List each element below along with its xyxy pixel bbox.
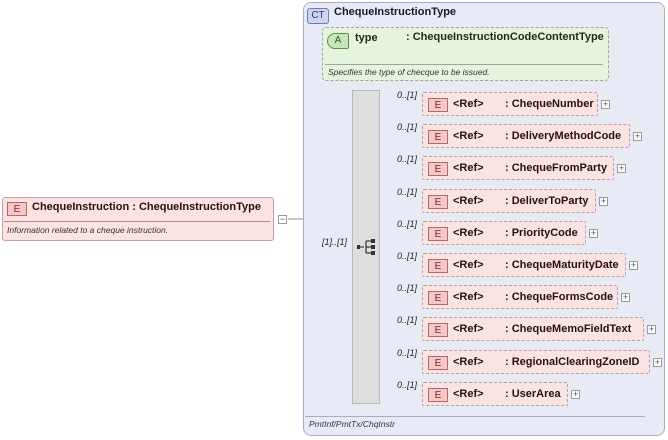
child-element-7[interactable]: E <Ref> : ChequeFormsCode <box>422 285 618 310</box>
root-element-title: ChequeInstruction : ChequeInstructionTyp… <box>32 201 261 213</box>
attribute-name: type <box>355 32 378 44</box>
sequence-multiplicity: [1]..[1] <box>322 237 348 247</box>
expand-toggle[interactable]: + <box>599 195 608 206</box>
element-badge: E <box>428 226 448 241</box>
element-badge: E <box>428 130 448 145</box>
child-element-5[interactable]: E <Ref> : PriorityCode <box>422 220 586 245</box>
element-badge: E <box>428 98 448 112</box>
child-element-9[interactable]: E <Ref> : RegionalClearingZoneID <box>422 349 650 374</box>
root-element-name: ChequeInstruction <box>32 201 130 213</box>
child-multiplicity: 0..[1] <box>397 218 418 229</box>
child-element-2[interactable]: E <Ref> : DeliveryMethodCode <box>422 124 630 149</box>
attribute-type: : ChequeInstructionCodeContentType <box>406 31 604 43</box>
ref-label: <Ref> <box>453 98 484 110</box>
element-name: : ChequeNumber <box>505 98 594 110</box>
ref-label: <Ref> <box>453 259 484 271</box>
attribute-badge: A <box>327 33 349 49</box>
root-element-divider <box>4 221 270 222</box>
ref-label: <Ref> <box>453 355 484 368</box>
child-element-10[interactable]: E <Ref> : UserArea <box>422 381 568 406</box>
element-badge: E <box>428 259 448 273</box>
complex-type-title: ChequeInstructionType <box>334 6 457 18</box>
expand-toggle[interactable]: + <box>571 388 580 399</box>
child-multiplicity: 0..[1] <box>397 90 418 100</box>
child-multiplicity: 0..[1] <box>397 251 418 261</box>
element-path: PmtInf/PmtTx/ChqInstr <box>309 419 395 429</box>
element-name: : ChequeFromParty <box>505 162 608 175</box>
expand-toggle[interactable]: + <box>629 260 638 270</box>
element-name: : ChequeMemoFieldText <box>505 323 632 336</box>
child-element-1[interactable]: E <Ref> : ChequeNumber <box>422 92 598 116</box>
element-name: : DeliverToParty <box>505 194 589 207</box>
expand-toggle[interactable]: + <box>589 227 598 238</box>
child-multiplicity: 0..[1] <box>397 154 418 165</box>
child-element-4[interactable]: E <Ref> : DeliverToParty <box>422 188 596 213</box>
attribute-documentation: Specifies the type of checque to be issu… <box>328 67 490 77</box>
child-multiplicity: 0..[1] <box>397 347 418 358</box>
element-name: : ChequeMaturityDate <box>505 259 619 271</box>
ref-label: <Ref> <box>453 323 484 336</box>
element-name: : DeliveryMethodCode <box>505 130 622 143</box>
child-multiplicity: 0..[1] <box>397 315 418 326</box>
ref-label: <Ref> <box>453 387 484 400</box>
attribute-divider <box>325 64 603 65</box>
element-name: : RegionalClearingZoneID <box>505 355 640 368</box>
complex-type-badge: CT <box>307 8 329 24</box>
element-name: : PriorityCode <box>505 226 578 239</box>
root-element-box[interactable] <box>2 197 274 241</box>
root-collapse-toggle[interactable]: − <box>278 214 287 224</box>
expand-toggle[interactable]: + <box>647 324 656 335</box>
child-element-3[interactable]: E <Ref> : ChequeFromParty <box>422 156 614 181</box>
expand-toggle[interactable]: + <box>633 131 642 142</box>
child-multiplicity: 0..[1] <box>397 283 418 294</box>
ref-label: <Ref> <box>453 194 484 207</box>
ref-label: <Ref> <box>453 130 484 143</box>
element-badge: E <box>428 291 448 306</box>
attribute-box[interactable] <box>322 27 609 81</box>
child-multiplicity: 0..[1] <box>397 186 418 197</box>
expand-toggle[interactable]: + <box>621 292 630 303</box>
root-element-documentation: Information related to a cheque instruct… <box>7 225 169 235</box>
expand-toggle[interactable]: + <box>617 163 626 174</box>
ref-label: <Ref> <box>453 291 484 304</box>
element-name: : UserArea <box>505 387 561 400</box>
footer-divider <box>305 416 645 417</box>
root-element-badge: E <box>7 202 27 216</box>
child-multiplicity: 0..[1] <box>397 379 418 390</box>
child-element-6[interactable]: E <Ref> : ChequeMaturityDate <box>422 253 626 277</box>
expand-toggle[interactable]: + <box>601 99 610 109</box>
ref-label: <Ref> <box>453 162 484 175</box>
element-badge: E <box>428 194 448 209</box>
element-name: : ChequeFormsCode <box>505 291 614 304</box>
root-element-type: : ChequeInstructionType <box>132 201 261 213</box>
element-badge: E <box>428 387 448 402</box>
element-badge: E <box>428 162 448 177</box>
sequence-icon <box>357 239 375 255</box>
child-multiplicity: 0..[1] <box>397 122 418 133</box>
element-badge: E <box>428 323 448 338</box>
child-element-8[interactable]: E <Ref> : ChequeMemoFieldText <box>422 317 644 342</box>
ref-label: <Ref> <box>453 226 484 239</box>
expand-toggle[interactable]: + <box>653 356 662 367</box>
element-badge: E <box>428 355 448 370</box>
